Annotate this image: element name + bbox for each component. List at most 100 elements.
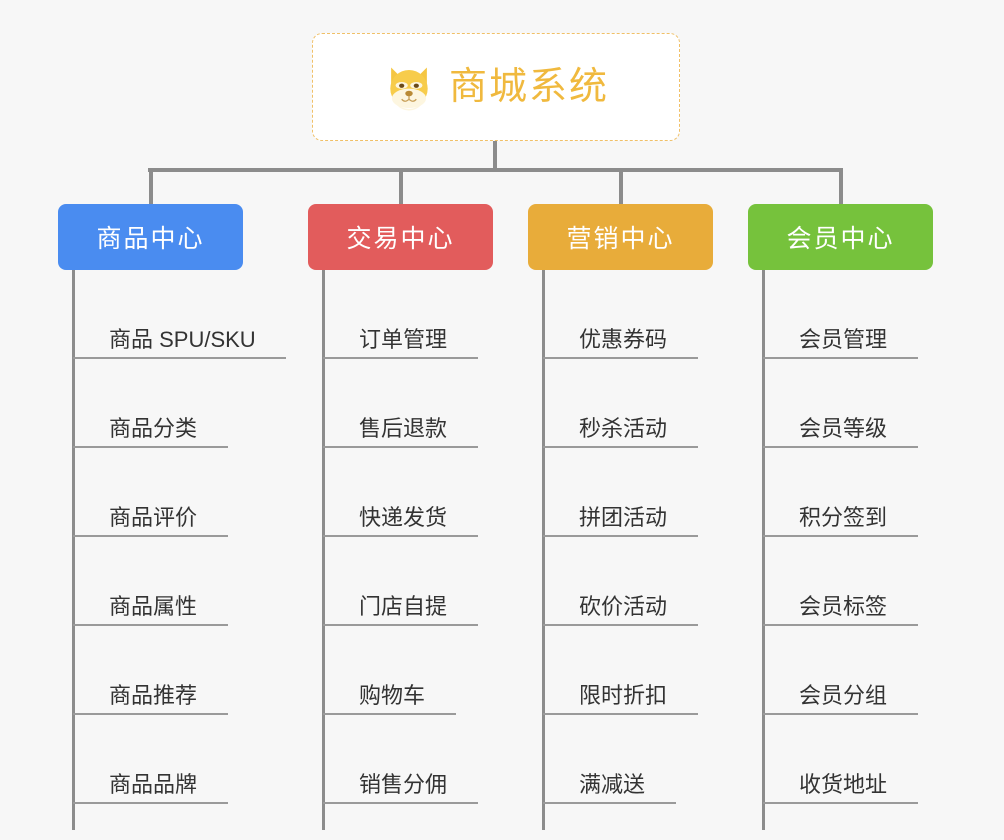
list-item-label: 优惠券码 — [579, 326, 668, 352]
list-item-label: 商品属性 — [109, 593, 198, 619]
list-item-label: 门店自提 — [359, 593, 448, 619]
list-item-label: 会员管理 — [799, 326, 888, 352]
branch-items-trade: 订单管理 售后退款 快递发货 门店自提 购物车 销售分佣 — [308, 270, 493, 804]
branch-column-trade: 交易中心 订单管理 售后退款 快递发货 门店自提 购物车 — [308, 204, 493, 830]
branch-spine — [322, 270, 325, 830]
list-item[interactable]: 售后退款 — [308, 359, 493, 448]
list-item[interactable]: 满减送 — [528, 715, 713, 804]
list-item[interactable]: 限时折扣 — [528, 626, 713, 715]
list-item[interactable]: 商品评价 — [58, 448, 243, 537]
branch-spine — [762, 270, 765, 830]
list-item-label: 销售分佣 — [359, 771, 448, 797]
connector-drop-2 — [398, 168, 403, 204]
list-item-label: 商品品牌 — [109, 771, 198, 797]
list-item-rule — [543, 802, 676, 804]
list-item-rule — [323, 357, 478, 359]
list-item-label: 积分签到 — [799, 504, 888, 530]
branch-items-product: 商品 SPU/SKU 商品分类 商品评价 商品属性 商品推荐 商品品牌 — [58, 270, 286, 804]
list-item[interactable]: 积分签到 — [748, 448, 933, 537]
list-item-label: 会员等级 — [799, 415, 888, 441]
list-item[interactable]: 会员等级 — [748, 359, 933, 448]
list-item[interactable]: 商品 SPU/SKU — [58, 270, 286, 359]
branch-header-label: 商品中心 — [96, 225, 205, 253]
branch-spine — [542, 270, 545, 830]
list-item-rule — [73, 446, 228, 448]
branch-spine — [72, 270, 75, 830]
list-item[interactable]: 会员标签 — [748, 537, 933, 626]
branch-column-product: 商品中心 商品 SPU/SKU 商品分类 商品评价 商品属性 商品推荐 — [58, 204, 286, 830]
list-item-label: 商品 SPU/SKU — [109, 326, 256, 352]
connector-drop-3 — [618, 168, 623, 204]
connector-horizontal-bar — [148, 168, 842, 172]
branch-header-trade[interactable]: 交易中心 — [308, 204, 493, 270]
list-item[interactable]: 优惠券码 — [528, 270, 713, 359]
list-item-label: 限时折扣 — [579, 682, 668, 708]
list-item-label: 会员分组 — [799, 682, 888, 708]
branch-column-member: 会员中心 会员管理 会员等级 积分签到 会员标签 会员分组 — [748, 204, 933, 830]
list-item[interactable]: 订单管理 — [308, 270, 493, 359]
list-item-rule — [763, 535, 918, 537]
list-item-rule — [73, 624, 228, 626]
branch-items-member: 会员管理 会员等级 积分签到 会员标签 会员分组 收货地址 — [748, 270, 933, 804]
list-item-rule — [73, 535, 228, 537]
list-item[interactable]: 门店自提 — [308, 537, 493, 626]
list-item-rule — [73, 357, 286, 359]
branch-items-marketing: 优惠券码 秒杀活动 拼团活动 砍价活动 限时折扣 满减送 — [528, 270, 713, 804]
list-item-label: 商品评价 — [109, 504, 198, 530]
list-item-label: 满减送 — [579, 771, 646, 797]
list-item-rule — [763, 802, 918, 804]
list-item-label: 砍价活动 — [579, 593, 668, 619]
branch-column-marketing: 营销中心 优惠券码 秒杀活动 拼团活动 砍价活动 限时折扣 — [528, 204, 713, 830]
list-item-label: 商品分类 — [109, 415, 198, 441]
branch-header-label: 营销中心 — [566, 225, 675, 253]
list-item[interactable]: 会员管理 — [748, 270, 933, 359]
list-item[interactable]: 收货地址 — [748, 715, 933, 804]
list-item[interactable]: 商品分类 — [58, 359, 243, 448]
list-item-label: 收货地址 — [799, 771, 888, 797]
list-item[interactable]: 拼团活动 — [528, 448, 713, 537]
list-item[interactable]: 商品属性 — [58, 537, 243, 626]
list-item-rule — [763, 624, 918, 626]
branch-header-label: 交易中心 — [346, 225, 455, 253]
list-item-rule — [543, 446, 698, 448]
list-item-rule — [323, 624, 478, 626]
list-item[interactable]: 销售分佣 — [308, 715, 493, 804]
list-item-rule — [543, 535, 698, 537]
list-item[interactable]: 秒杀活动 — [528, 359, 713, 448]
list-item[interactable]: 商品推荐 — [58, 626, 243, 715]
dog-face-icon — [383, 61, 435, 113]
list-item-rule — [323, 446, 478, 448]
list-item-rule — [323, 713, 456, 715]
list-item[interactable]: 购物车 — [308, 626, 493, 715]
list-item[interactable]: 会员分组 — [748, 626, 933, 715]
list-item[interactable]: 商品品牌 — [58, 715, 243, 804]
list-item[interactable]: 快递发货 — [308, 448, 493, 537]
list-item-label: 会员标签 — [799, 593, 888, 619]
list-item-label: 拼团活动 — [579, 504, 668, 530]
list-item-rule — [73, 713, 228, 715]
list-item-label: 购物车 — [359, 682, 426, 708]
connector-root-stem — [493, 141, 497, 171]
branch-header-product[interactable]: 商品中心 — [58, 204, 243, 270]
list-item-label: 秒杀活动 — [579, 415, 668, 441]
branch-header-marketing[interactable]: 营销中心 — [528, 204, 713, 270]
list-item-rule — [323, 802, 478, 804]
list-item-label: 商品推荐 — [109, 682, 198, 708]
list-item-label: 售后退款 — [359, 415, 448, 441]
list-item-rule — [763, 713, 918, 715]
branch-header-member[interactable]: 会员中心 — [748, 204, 933, 270]
branch-header-label: 会员中心 — [786, 225, 895, 253]
list-item-rule — [543, 624, 698, 626]
connector-drop-1 — [148, 168, 153, 204]
root-title: 商城系统 — [448, 66, 609, 108]
list-item-rule — [763, 357, 918, 359]
list-item-label: 快递发货 — [359, 504, 448, 530]
list-item-rule — [543, 713, 698, 715]
list-item[interactable]: 砍价活动 — [528, 537, 713, 626]
list-item-rule — [323, 535, 478, 537]
list-item-rule — [73, 802, 228, 804]
list-item-rule — [543, 357, 698, 359]
root-node[interactable]: 商城系统 — [312, 33, 680, 141]
list-item-rule — [763, 446, 918, 448]
